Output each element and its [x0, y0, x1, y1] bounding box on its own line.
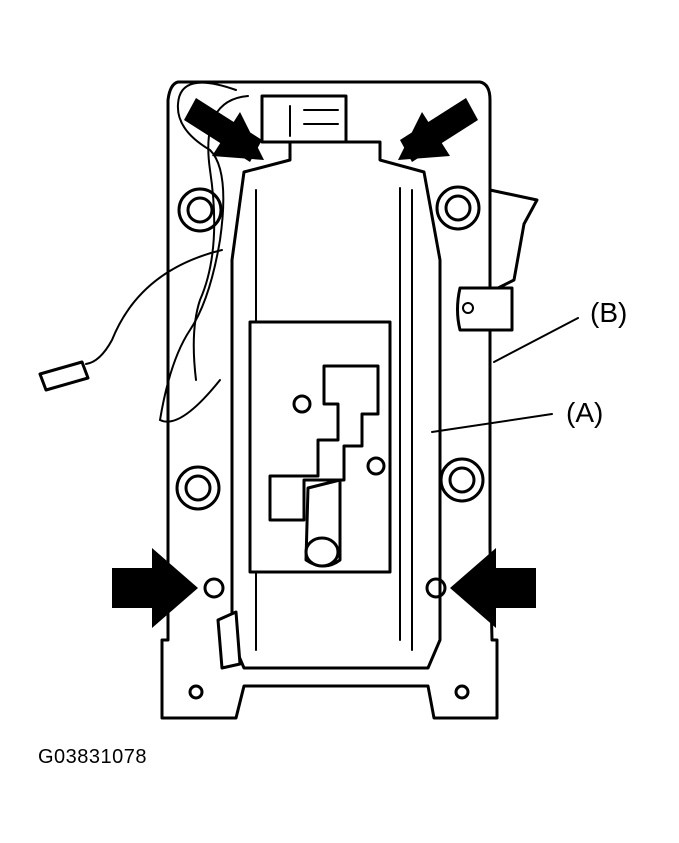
leader-line-a	[431, 413, 553, 433]
arrow-top-left	[184, 98, 264, 162]
arrow-top-right	[398, 98, 478, 162]
callout-a: (A)	[566, 397, 603, 428]
bolt-hole-bottom-left	[188, 684, 204, 700]
figure-code: G03831078	[38, 746, 148, 768]
callout-b: (B)	[590, 297, 627, 328]
wire-harness	[38, 81, 249, 423]
shift-housing-a	[203, 94, 447, 670]
mounting-boss-top-right	[435, 185, 481, 231]
arrow-bottom-left	[112, 548, 198, 628]
mounting-boss-mid-left	[175, 465, 221, 511]
bolt-hole-bottom-right	[454, 684, 470, 700]
mounting-bosses	[175, 185, 485, 700]
arrow-bottom-right	[450, 548, 536, 628]
mounting-boss-top-left	[177, 187, 223, 233]
leader-line-b	[493, 317, 579, 363]
